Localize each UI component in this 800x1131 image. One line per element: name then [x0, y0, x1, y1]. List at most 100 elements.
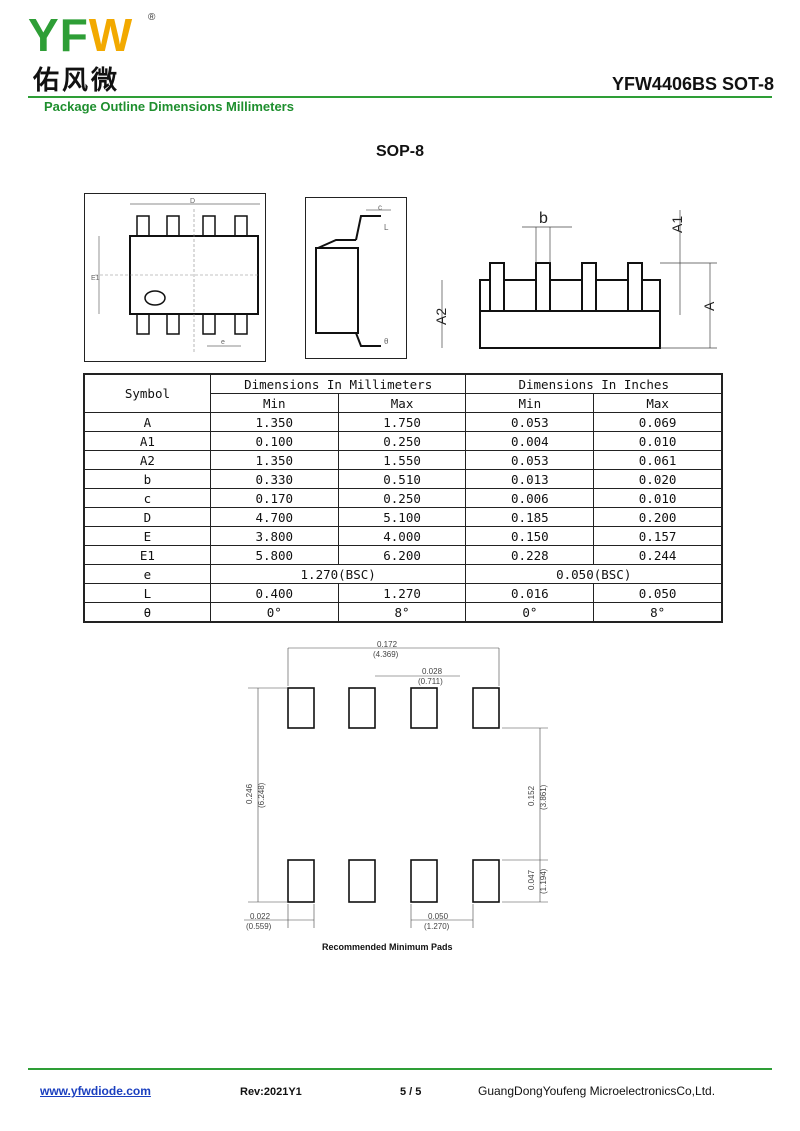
- top-view-figure: D E1 e: [84, 193, 266, 362]
- front-view-a1-label: A1: [669, 216, 685, 233]
- row-in-max: 0.010: [593, 488, 723, 508]
- row-symbol: e: [83, 564, 211, 584]
- pads-pad-width: 0.022: [250, 912, 271, 921]
- row-symbol: E: [83, 526, 211, 546]
- page-number: 5 / 5: [400, 1086, 422, 1098]
- row-mm-min: 5.800: [209, 545, 339, 565]
- side-view-c-label: c: [378, 203, 382, 212]
- row-in-min: 0°: [465, 602, 595, 623]
- row-symbol: c: [83, 488, 211, 508]
- top-view-e-label: e: [221, 339, 225, 346]
- front-view-figure: b A1 A A2: [433, 210, 717, 349]
- table-row: c 0.170 0.250 0.006 0.010: [83, 488, 723, 508]
- row-mm-min: 0.330: [209, 469, 339, 489]
- package-name: SOP-8: [375, 143, 424, 160]
- table-row-e: e 1.270(BSC) 0.050(BSC): [83, 564, 723, 584]
- mm-min-header: Min: [209, 393, 339, 413]
- row-mm-max: 0.250: [337, 488, 467, 508]
- website-link[interactable]: www.yfwdiode.com: [40, 1084, 151, 1098]
- row-in-min: 0.016: [465, 583, 595, 603]
- row-symbol: A2: [83, 450, 211, 470]
- table-header-row: Symbol Dimensions In Millimeters Dimensi…: [83, 373, 723, 413]
- row-in-max: 0.020: [593, 469, 723, 489]
- row-in-min: 0.185: [465, 507, 595, 527]
- pads-total-width: 0.172: [377, 640, 398, 649]
- row-mm-max: 6.200: [337, 545, 467, 565]
- revision: Rev:2021Y1: [240, 1086, 302, 1098]
- table-row: E1 5.800 6.200 0.228 0.244: [83, 545, 723, 565]
- footer-divider: [28, 1068, 772, 1070]
- pads-total-width-mm: (4.369): [373, 650, 399, 659]
- row-symbol: A1: [83, 431, 211, 451]
- pads-pad-length-mm: (1.194): [539, 868, 548, 894]
- row-symbol: θ: [83, 602, 211, 623]
- row-e-in: 0.050(BSC): [465, 564, 723, 584]
- dimensions-table: Symbol Dimensions In Millimeters Dimensi…: [83, 373, 723, 623]
- mm-max-header: Max: [337, 393, 467, 413]
- row-mm-min: 0.400: [209, 583, 339, 603]
- side-view-figure: c L θ: [305, 197, 407, 359]
- row-mm-max: 0.510: [337, 469, 467, 489]
- row-mm-max: 1.750: [337, 412, 467, 432]
- row-symbol: A: [83, 412, 211, 432]
- row-symbol: b: [83, 469, 211, 489]
- pads-pitch: 0.050: [428, 912, 449, 921]
- table-row: E 3.800 4.000 0.150 0.157: [83, 526, 723, 546]
- table-row-theta: θ 0° 8° 0° 8°: [83, 602, 723, 623]
- pads-inner: 0.152: [527, 785, 536, 806]
- row-in-min: 0.013: [465, 469, 595, 489]
- row-mm-max: 1.550: [337, 450, 467, 470]
- row-symbol: E1: [83, 545, 211, 565]
- pads-pitch-mm: (1.270): [424, 922, 450, 931]
- company-logo: YFW: [28, 12, 133, 58]
- in-min-header: Min: [465, 393, 595, 413]
- row-in-min: 0.053: [465, 412, 595, 432]
- row-in-min: 0.006: [465, 488, 595, 508]
- row-mm-max: 0.250: [337, 431, 467, 451]
- table-row: A 1.350 1.750 0.053 0.069: [83, 412, 723, 432]
- row-in-max: 0.050: [593, 583, 723, 603]
- row-symbol: D: [83, 507, 211, 527]
- row-mm-min: 0°: [209, 602, 339, 623]
- document-title: YFW4406BS SOT-8: [611, 74, 774, 94]
- table-row: A2 1.350 1.550 0.053 0.061: [83, 450, 723, 470]
- table-row: b 0.330 0.510 0.013 0.020: [83, 469, 723, 489]
- row-in-max: 0.200: [593, 507, 723, 527]
- table-row-l: L 0.400 1.270 0.016 0.050: [83, 583, 723, 603]
- in-max-header: Max: [593, 393, 723, 413]
- table-row: D 4.700 5.100 0.185 0.200: [83, 507, 723, 527]
- inches-header: Dimensions In Inches: [465, 373, 723, 394]
- logo-letters: YFW: [28, 9, 134, 61]
- side-view-theta-label: θ: [384, 337, 389, 346]
- row-mm-min: 0.170: [209, 488, 339, 508]
- pads-caption: Recommended Minimum Pads: [322, 942, 453, 952]
- top-view-d-label: D: [190, 198, 195, 205]
- pads-height-mm: (6.248): [257, 782, 266, 808]
- row-mm-max: 8°: [337, 602, 467, 623]
- front-view-a2-label: A2: [433, 308, 449, 325]
- pads-pad-length: 0.047: [527, 869, 536, 890]
- pads-pitch-gap-mm: (0.711): [418, 677, 443, 686]
- symbol-header: Symbol: [83, 373, 211, 413]
- row-mm-min: 0.100: [209, 431, 339, 451]
- pads-inner-mm: (3.861): [539, 784, 548, 810]
- row-mm-max: 1.270: [337, 583, 467, 603]
- row-symbol: L: [83, 583, 211, 603]
- row-in-min: 0.004: [465, 431, 595, 451]
- pads-height: 0.246: [245, 783, 254, 804]
- pads-pad-width-mm: (0.559): [246, 922, 272, 931]
- row-mm-min: 3.800: [209, 526, 339, 546]
- row-in-min: 0.150: [465, 526, 595, 546]
- row-in-max: 0.157: [593, 526, 723, 546]
- top-view-e1-label: E1: [91, 275, 100, 282]
- row-mm-min: 1.350: [209, 450, 339, 470]
- section-subtitle: Package Outline Dimensions Millimeters: [44, 99, 294, 114]
- row-mm-min: 1.350: [209, 412, 339, 432]
- mm-header: Dimensions In Millimeters: [209, 373, 467, 394]
- front-view-b-label: b: [539, 210, 548, 227]
- row-in-max: 8°: [593, 602, 723, 623]
- row-in-max: 0.061: [593, 450, 723, 470]
- company-name: GuangDongYoufeng MicroelectronicsCo,Ltd.: [478, 1084, 716, 1098]
- row-mm-min: 4.700: [209, 507, 339, 527]
- table-row: A1 0.100 0.250 0.004 0.010: [83, 431, 723, 451]
